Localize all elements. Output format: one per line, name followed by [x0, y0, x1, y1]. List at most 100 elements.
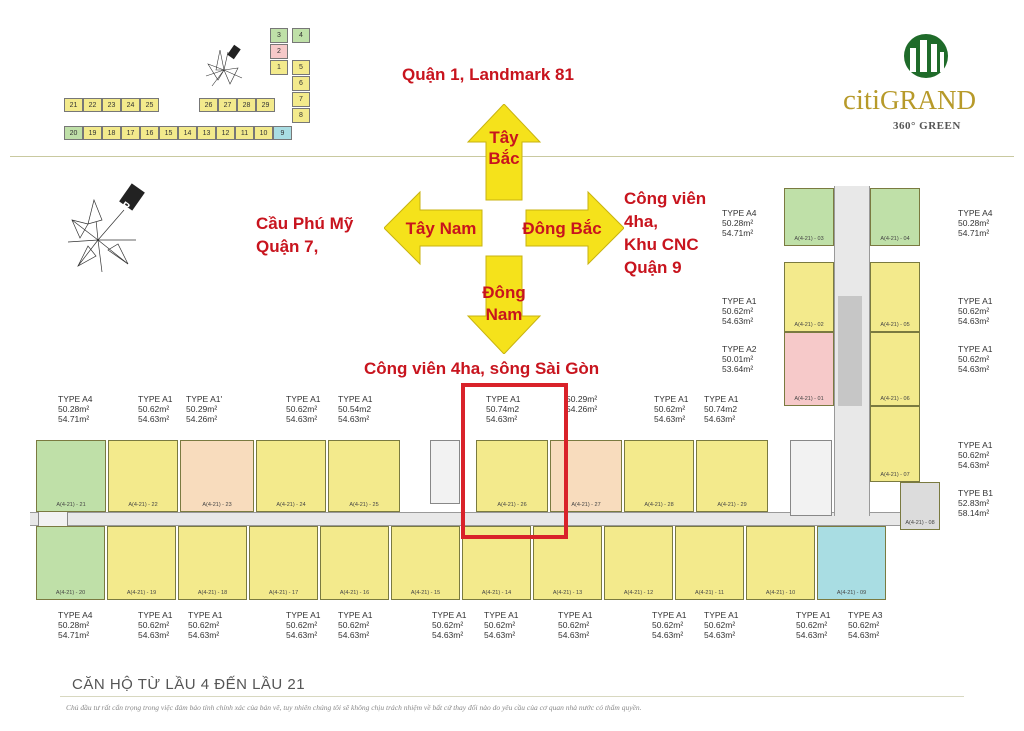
apartment-unit[interactable]: A(4-21) - 27: [550, 440, 622, 512]
apartment-unit[interactable]: A(4-21) - 11: [675, 526, 744, 600]
key-plan-cell: 9: [273, 126, 292, 140]
footer-divider: [60, 696, 964, 697]
unit-type-b: 54.63m²: [958, 460, 990, 470]
unit-type-a: 50.28m²: [958, 218, 990, 228]
apartment-unit[interactable]: A(4-21) - 25: [328, 440, 400, 512]
apartment-unit[interactable]: A(4-21) - 19: [107, 526, 176, 600]
apartment-unit[interactable]: A(4-21) - 07: [870, 406, 920, 482]
key-plan-cell: 5: [292, 60, 310, 75]
apartment-unit[interactable]: A(4-21) - 21: [36, 440, 106, 512]
unit-type-b: 54.26m²: [186, 414, 218, 424]
apartment-unit[interactable]: A(4-21) - 01: [784, 332, 834, 406]
key-plan-cell: 27: [218, 98, 237, 112]
unit-type-b: 54.63m²: [338, 630, 370, 640]
key-plan-cell: 15: [159, 126, 178, 140]
unit-type-a: 50.62m²: [188, 620, 220, 630]
brand-name-prefix: citi: [843, 84, 881, 116]
apartment-unit[interactable]: A(4-21) - 16: [320, 526, 389, 600]
unit-type-type: TYPE A1: [338, 610, 373, 620]
key-plan-cell: 25: [140, 98, 159, 112]
unit-code: A(4-21) - 24: [276, 502, 306, 508]
unit-code: A(4-21) - 25: [349, 502, 379, 508]
direction-east-line4: Quận 9: [624, 258, 682, 277]
unit-type-b: 54.63m²: [652, 630, 684, 640]
apartment-unit[interactable]: A(4-21) - 26: [476, 440, 548, 512]
apartment-unit[interactable]: A(4-21) - 28: [624, 440, 694, 512]
unit-type-b: 54.63m²: [848, 630, 880, 640]
unit-type-b: 58.14m²: [958, 508, 990, 518]
arrow-up-line2: Bắc: [488, 149, 520, 168]
unit-code: A(4-21) - 04: [880, 236, 910, 242]
apartment-unit[interactable]: A(4-21) - 29: [696, 440, 768, 512]
unit-type-type: TYPE A1: [652, 610, 687, 620]
unit-type-a: 50.62m²: [848, 620, 880, 630]
unit-type-type: TYPE A1: [286, 394, 321, 404]
unit-type-b: 54.63m²: [958, 364, 990, 374]
key-plan-cell: 7: [292, 92, 310, 107]
unit-type-b: 54.63m²: [722, 316, 754, 326]
apartment-unit[interactable]: A(4-21) - 02: [784, 262, 834, 332]
key-plan-cell: 21: [64, 98, 83, 112]
apartment-unit[interactable]: A(4-21) - 18: [178, 526, 247, 600]
unit-type-a: 50.62m²: [286, 620, 318, 630]
unit-code: A(4-21) - 20: [55, 590, 86, 596]
apartment-unit[interactable]: A(4-21) - 03: [784, 188, 834, 246]
compass-small-icon: [205, 44, 243, 87]
key-plan-cell: 6: [292, 76, 310, 91]
unit-type-a: 50.74m2: [486, 404, 520, 414]
unit-type-type: TYPE B1: [958, 488, 993, 498]
direction-west-line2: Quận 7,: [256, 237, 319, 256]
key-plan-cell: 28: [237, 98, 256, 112]
unit-type-a: 52.83m²: [958, 498, 990, 508]
unit-type-type: TYPE A3: [848, 610, 883, 620]
unit-type-type: TYPE A1: [704, 610, 739, 620]
unit-code: A(4-21) - 05: [880, 322, 910, 328]
unit-type-b: 54.26m²: [566, 404, 598, 414]
key-plan-cell: 24: [121, 98, 140, 112]
apartment-unit[interactable]: A(4-21) - 04: [870, 188, 920, 246]
unit-type-b: 54.63m²: [704, 630, 736, 640]
unit-type-type: TYPE A4: [58, 610, 93, 620]
apartment-unit[interactable]: A(4-21) - 20: [36, 526, 105, 600]
lift-core-right: [790, 440, 832, 516]
direction-north: Quận 1, Landmark 81: [402, 65, 574, 84]
unit-type-type: TYPE A1: [958, 440, 993, 450]
unit-code: A(4-21) - 18: [197, 590, 228, 596]
unit-code: A(4-21) - 29: [717, 502, 747, 508]
unit-code: A(4-21) - 07: [880, 472, 910, 478]
unit-type-b: 54.71m²: [58, 414, 90, 424]
apartment-unit[interactable]: A(4-21) - 17: [249, 526, 318, 600]
apartment-unit[interactable]: A(4-21) - 08: [900, 482, 940, 530]
apartment-unit[interactable]: A(4-21) - 15: [391, 526, 460, 600]
key-plan-cell: 11: [235, 126, 254, 140]
apartment-unit[interactable]: A(4-21) - 12: [604, 526, 673, 600]
direction-west-line1: Cầu Phú Mỹ: [256, 214, 354, 233]
apartment-unit[interactable]: A(4-21) - 09: [817, 526, 886, 600]
key-plan-cell: 1: [270, 60, 288, 75]
apartment-unit[interactable]: A(4-21) - 22: [108, 440, 178, 512]
key-plan-cell: 8: [292, 108, 310, 123]
unit-type-type: TYPE A1: [338, 394, 373, 404]
apartment-unit[interactable]: A(4-21) - 24: [256, 440, 326, 512]
unit-type-b: 54.63m²: [654, 414, 686, 424]
footer-title: CĂN HỘ TỪ LẦU 4 ĐẾN LẦU 21: [72, 676, 306, 693]
unit-code: A(4-21) - 15: [410, 590, 441, 596]
unit-type-type: TYPE A4: [58, 394, 93, 404]
unit-type-b: 54.71m²: [958, 228, 990, 238]
apartment-unit[interactable]: A(4-21) - 23: [180, 440, 254, 512]
apartment-unit[interactable]: A(4-21) - 06: [870, 332, 920, 406]
apartment-unit[interactable]: A(4-21) - 10: [746, 526, 815, 600]
unit-code: A(4-21) - 14: [481, 590, 512, 596]
unit-type-type: TYPE A1': [186, 394, 223, 404]
apartment-unit[interactable]: A(4-21) - 05: [870, 262, 920, 332]
unit-type-type: TYPE A1: [432, 610, 467, 620]
unit-code: A(4-21) - 08: [905, 520, 935, 526]
